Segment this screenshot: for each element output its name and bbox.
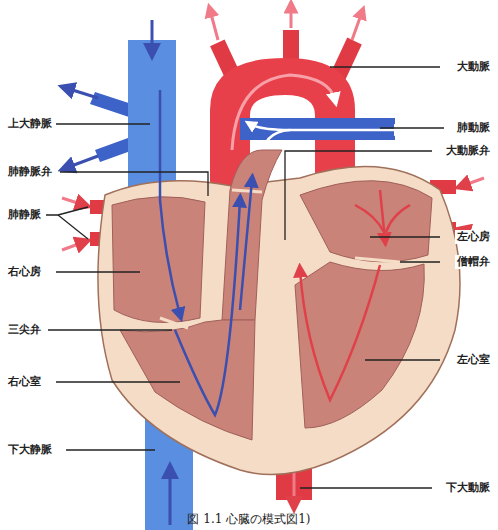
part-label: 右心房: [6, 265, 43, 278]
part-label: 三尖弁: [6, 323, 43, 336]
part-label: 僧帽弁: [455, 255, 492, 268]
part-label: 大動脈弁: [444, 144, 492, 157]
part-label: 肺動脈: [455, 121, 492, 134]
part-label: 大動脈: [455, 60, 492, 73]
part-label: 左心室: [455, 353, 492, 366]
part-label: 肺静脈弁: [6, 165, 54, 178]
figure-caption: 図 1.1 心臓の模式図1): [187, 512, 310, 526]
part-label: 上大静脈: [6, 117, 54, 130]
part-label: 右心室: [6, 375, 43, 388]
part-label: 左心房: [455, 230, 492, 243]
part-label: 肺静脈: [6, 208, 43, 221]
part-label: 下大動脈: [444, 481, 492, 494]
part-label: 下大静脈: [6, 443, 54, 456]
